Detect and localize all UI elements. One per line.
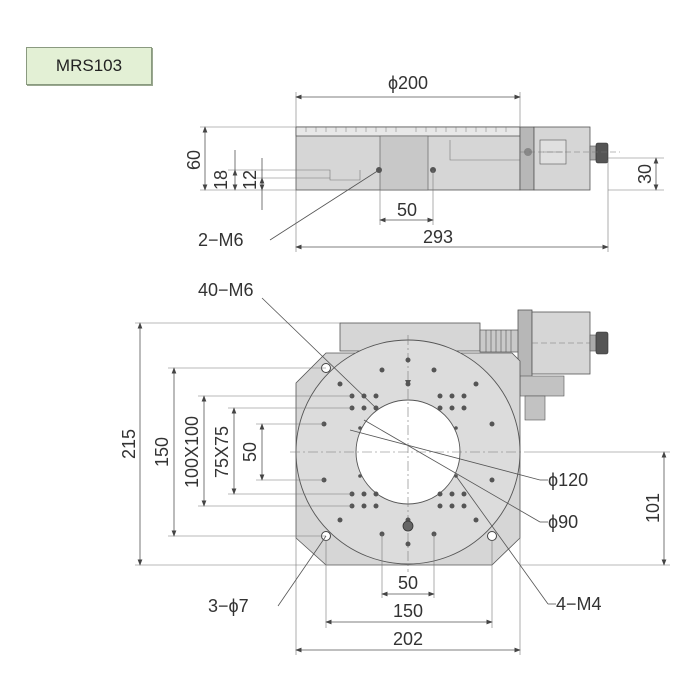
dim-202: 202 [393,629,423,649]
plan-view: 215 150 100X100 75X75 50 101 ϕ120 ϕ [119,280,670,655]
dim-50-h: 50 [398,573,418,593]
plan-housing [339,322,481,352]
motor-mount [519,126,535,191]
dim-101: 101 [643,493,663,523]
dim-215: 215 [119,429,139,459]
callout-3phi7: 3−ϕ7 [208,596,249,616]
callout-4m4: 4−M4 [556,594,602,614]
dim-75x75: 75X75 [212,426,232,478]
dim-50-top: 50 [397,200,417,220]
dim-12: 12 [240,170,260,190]
dim-150-h: 150 [393,601,423,621]
dim-293: 293 [423,227,453,247]
side-view: ϕ200 60 18 12 30 50 293 2−M6 [184,73,664,252]
callout-40m6: 40−M6 [198,280,254,300]
dim-50-v: 50 [240,442,260,462]
dim-18: 18 [211,170,231,190]
dim-60: 60 [184,150,204,170]
dim-phi200: ϕ200 [388,73,428,93]
callout-phi120: ϕ120 [548,470,588,490]
plan-knob-icon [595,331,609,355]
dim-150-v: 150 [152,437,172,467]
m6-hole-pattern [321,357,495,547]
knob-icon [595,142,609,164]
model-badge: MRS103 [26,47,152,85]
scale-strip [295,126,521,137]
scale-ticks [305,127,507,132]
callout-2m6: 2−M6 [198,230,244,250]
dim-100x100: 100X100 [182,416,202,488]
callout-phi90: ϕ90 [548,512,578,532]
dim-30: 30 [635,164,655,184]
